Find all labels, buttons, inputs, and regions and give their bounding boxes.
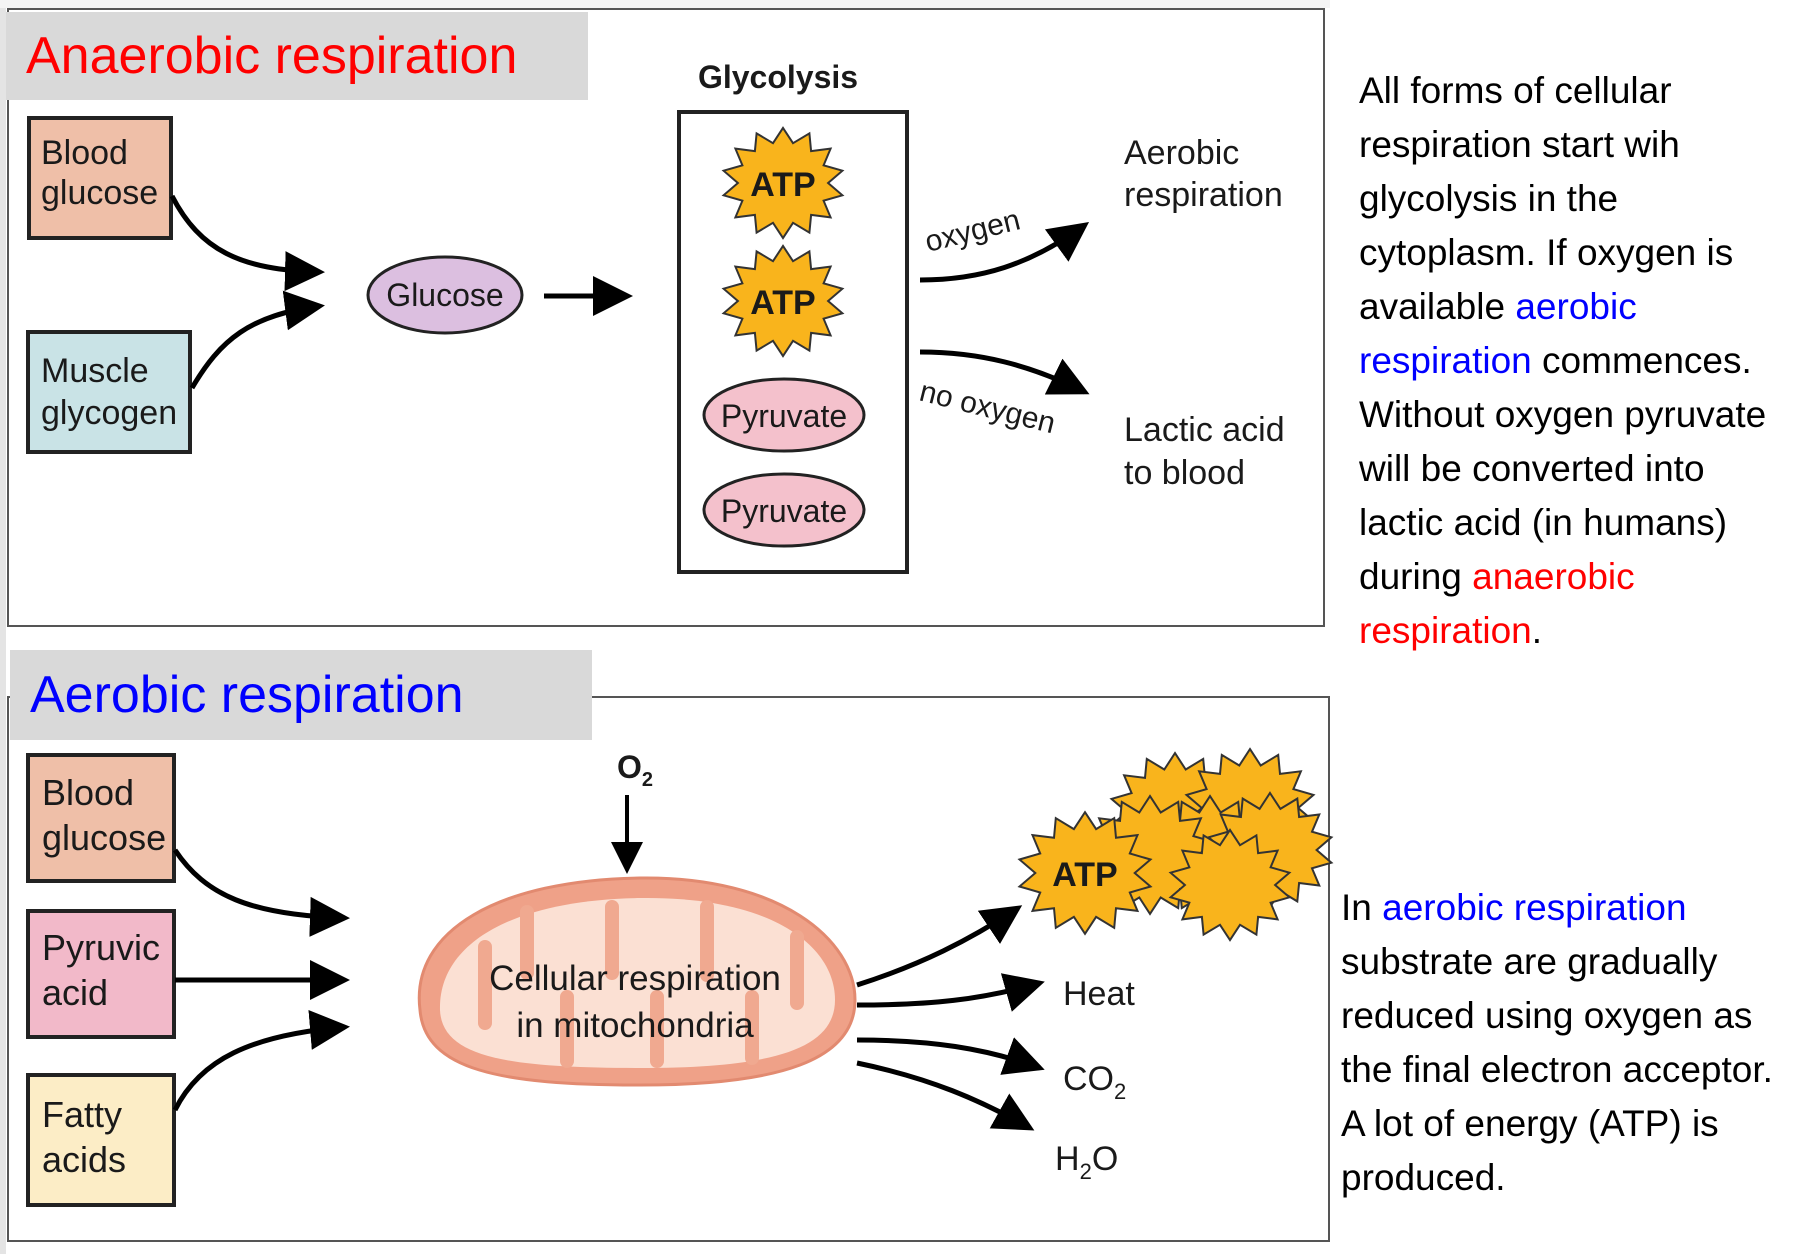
- mitochondrion: Cellular respiration in mitochondria: [417, 876, 857, 1087]
- muscle-glycogen-label-line1: Muscle: [41, 352, 149, 390]
- fatty-acids-line1: Fatty: [42, 1094, 122, 1135]
- aerobic-title-text: Aerobic respiration: [30, 666, 464, 724]
- pyruvate-node-2: Pyruvate: [702, 472, 866, 548]
- atp-cluster-star-front: [1017, 810, 1153, 936]
- outcome-aerobic-line1: Aerobic: [1124, 134, 1239, 172]
- explanation-part: substrate are gradually reduced using ox…: [1341, 941, 1773, 1198]
- anaerobic-diagram-panel: [7, 8, 1325, 627]
- explanation-part: All forms of cellular respiration start …: [1359, 70, 1734, 327]
- mito-label-line1: Cellular respiration: [489, 959, 781, 998]
- source-box-blood-glucose-bottom: Blood glucose: [26, 753, 176, 883]
- arrow-mito-to-co2: [856, 1037, 1045, 1075]
- pyruvate-label-2: Pyruvate: [721, 493, 847, 529]
- outcome-lactic-line1: Lactic acid: [1124, 411, 1285, 449]
- arrow-blood-glucose-to-glucose: [169, 194, 325, 292]
- atp-cluster: ATP: [1017, 747, 1334, 942]
- muscle-glycogen-label-line2: glycogen: [41, 394, 177, 432]
- co2-main: CO: [1063, 1060, 1114, 1098]
- blood-glucose-box-fill-bottom: [26, 753, 176, 883]
- mitochondrion-cristae: [478, 900, 804, 1068]
- pyruvic-acid-box-fill: [26, 909, 176, 1039]
- fatty-acids-box-fill: [26, 1073, 176, 1207]
- atp-star-shape: [721, 244, 845, 358]
- product-h2o-label: H2O: [1055, 1140, 1118, 1184]
- explanation-part: .: [1531, 610, 1543, 651]
- arrow-muscle-glycogen-to-glucose: [189, 290, 325, 390]
- blood-glucose-bottom-line1: Blood: [42, 772, 134, 813]
- mito-label-line2: in mitochondria: [516, 1006, 754, 1045]
- product-heat-label: Heat: [1063, 975, 1135, 1013]
- o2-input: O2: [611, 749, 653, 874]
- glycolysis-title: Glycolysis: [698, 59, 858, 95]
- blood-glucose-bottom-line2: glucose: [42, 817, 166, 858]
- product-co2-label: CO2: [1063, 1060, 1126, 1104]
- oxygen-branch-label: oxygen: [922, 203, 1024, 258]
- arrow-blood-glucose-to-mito: [172, 848, 350, 937]
- atp-label-1: ATP: [750, 166, 815, 204]
- anaerobic-explanation-text: All forms of cellular respiration start …: [1359, 64, 1799, 658]
- explanation-part: In: [1341, 887, 1383, 928]
- h2o-h: H: [1055, 1140, 1080, 1178]
- explanation-part: commences. Without oxygen pyruvate will …: [1359, 340, 1767, 597]
- glucose-node: Glucose: [366, 255, 524, 335]
- anaerobic-title-text: Anaerobic respiration: [26, 27, 518, 85]
- source-box-blood-glucose-top: Blood glucose: [27, 116, 173, 240]
- h2o-o: O: [1092, 1140, 1118, 1178]
- slide-left-edge: [0, 0, 6, 1254]
- arrow-mito-to-atp: [856, 905, 1023, 988]
- outcome-lactic-line2: to blood: [1124, 454, 1245, 492]
- pyruvate-ellipse-2: [702, 472, 866, 548]
- arrow-fatty-acids-to-mito: [172, 1010, 350, 1112]
- anaerobic-section-title: Anaerobic respiration: [6, 12, 588, 100]
- arrow-mito-to-heat: [856, 973, 1045, 1012]
- no-oxygen-branch-label: no oxygen: [916, 375, 1058, 441]
- source-box-muscle-glycogen: Muscle glycogen: [26, 330, 192, 454]
- muscle-glycogen-box-fill: [26, 330, 192, 454]
- o2-label-subscript: 2: [642, 769, 653, 791]
- o2-label-main: O: [617, 749, 642, 785]
- pyruvate-ellipse-1: [702, 377, 866, 453]
- aerobic-highlight: aerobic respiration: [1382, 887, 1687, 928]
- co2-subscript: 2: [1114, 1079, 1126, 1104]
- blood-glucose-label-line1: Blood: [41, 134, 128, 172]
- pyruvic-acid-line2: acid: [42, 972, 108, 1013]
- glucose-ellipse: [366, 255, 524, 335]
- atp-star-shape: [721, 126, 845, 240]
- pyruvic-acid-line1: Pyruvic: [42, 927, 160, 968]
- atp-burst-1: ATP: [721, 126, 845, 240]
- source-box-fatty-acids: Fatty acids: [26, 1073, 176, 1207]
- blood-glucose-box-fill: [27, 116, 173, 240]
- arrow-oxygen-branch: [919, 222, 1090, 283]
- atp-burst-2: ATP: [721, 244, 845, 358]
- fatty-acids-line2: acids: [42, 1139, 126, 1180]
- atp-cluster-label: ATP: [1052, 856, 1117, 894]
- arrow-no-oxygen-branch: [919, 349, 1090, 395]
- pyruvate-node-1: Pyruvate: [702, 377, 866, 453]
- glucose-label: Glucose: [386, 277, 503, 313]
- anaerobic-highlight: anaerobic respiration: [1359, 556, 1635, 651]
- h2o-subscript: 2: [1080, 1159, 1092, 1184]
- arrow-mito-to-h2o: [856, 1060, 1035, 1131]
- aerobic-section-title: Aerobic respiration: [10, 650, 592, 740]
- aerobic-highlight: aerobic respiration: [1359, 286, 1637, 381]
- slide-top-edge: [0, 0, 1330, 8]
- mitochondrion-matrix: [439, 897, 835, 1068]
- atp-cluster-star: [1168, 828, 1292, 942]
- outcome-aerobic-line2: respiration: [1124, 176, 1283, 214]
- source-box-pyruvic-acid: Pyruvic acid: [26, 909, 176, 1039]
- blood-glucose-label-line2: glucose: [41, 174, 158, 212]
- atp-label-2: ATP: [750, 284, 815, 322]
- aerobic-explanation-text: In aerobic respiration substrate are gra…: [1341, 881, 1801, 1205]
- o2-label: O2: [617, 749, 653, 791]
- pyruvate-label-1: Pyruvate: [721, 398, 847, 434]
